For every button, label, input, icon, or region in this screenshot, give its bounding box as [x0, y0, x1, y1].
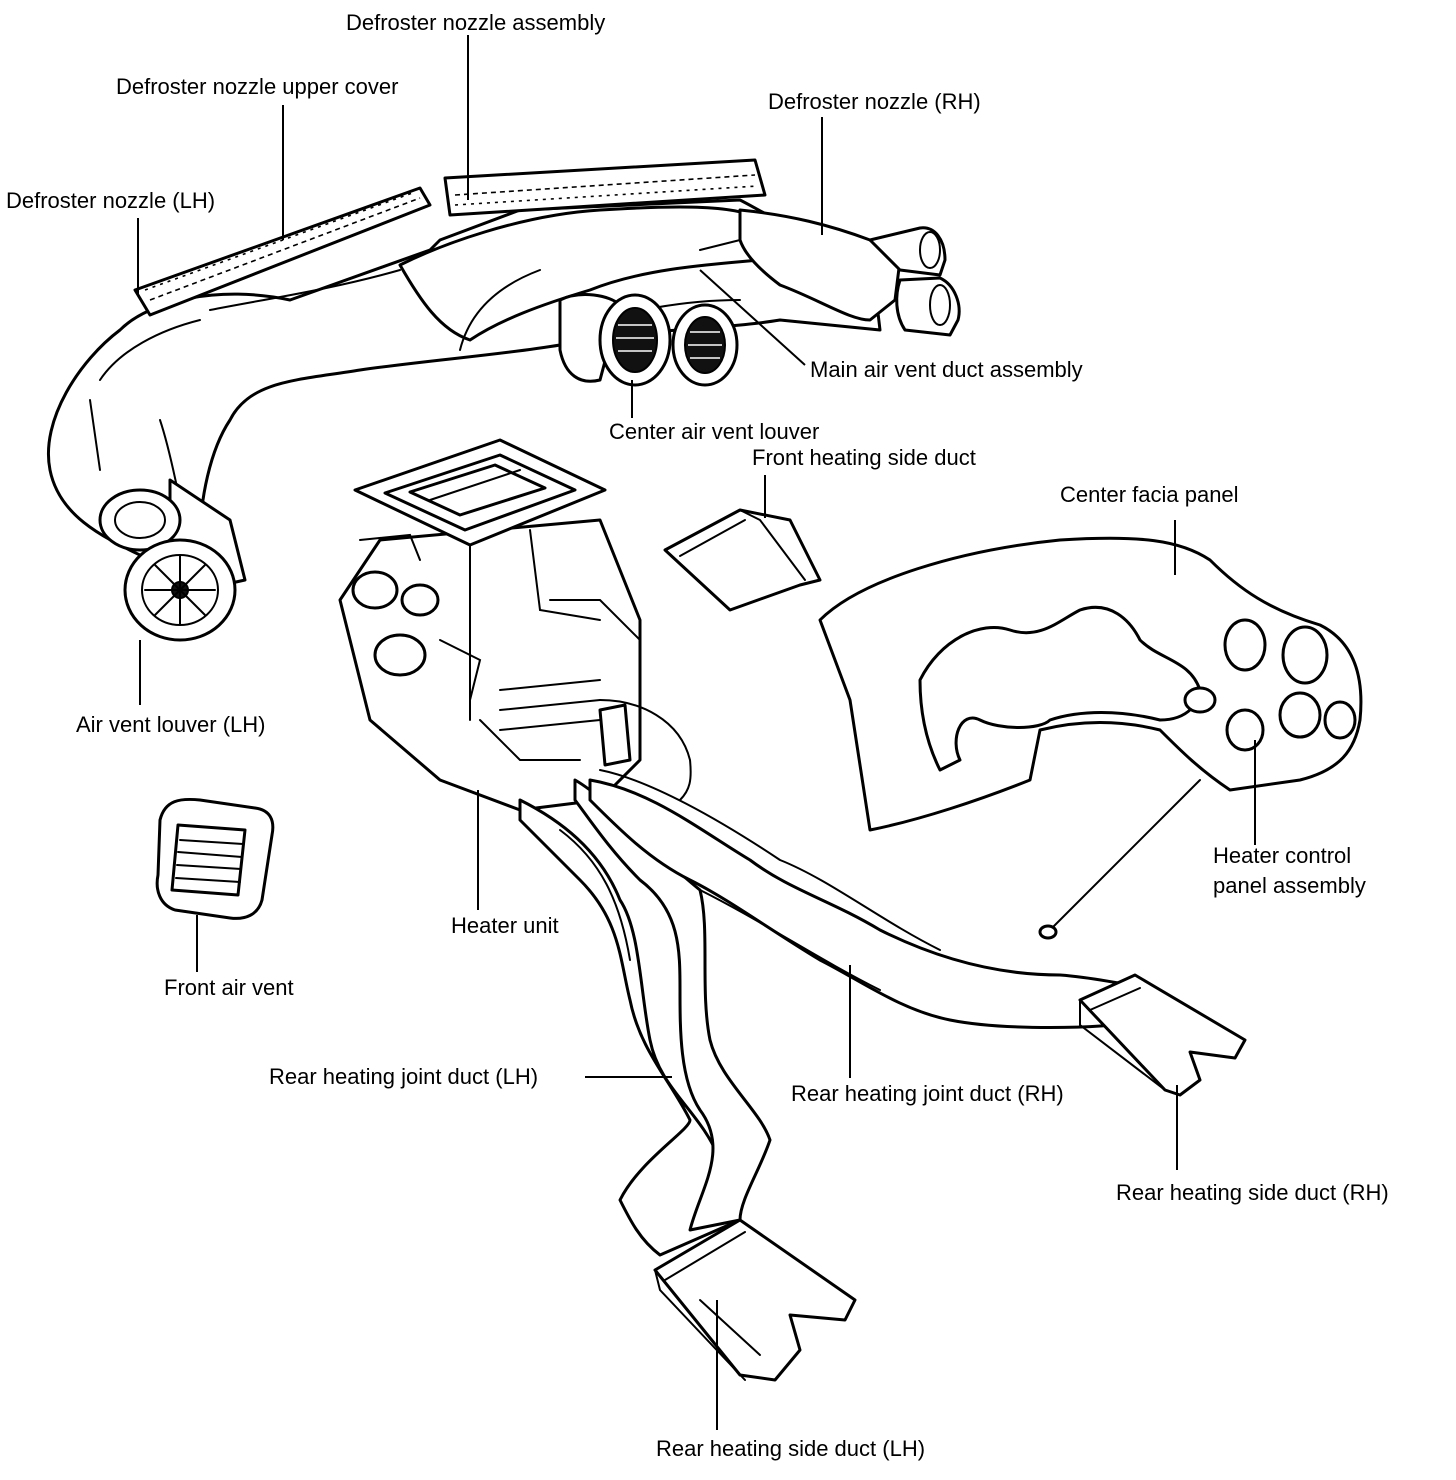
main-air-vent-duct-assembly: [47, 198, 961, 562]
rear-heating-joint-duct-lh: [518, 778, 772, 1257]
label-heater-unit: Heater unit: [451, 913, 559, 938]
label-rear-heating-side-duct-lh: Rear heating side duct (LH): [656, 1436, 925, 1461]
label-heater-control-panel-line1: Heater control: [1213, 843, 1351, 868]
label-rear-heating-joint-duct-lh: Rear heating joint duct (LH): [269, 1064, 538, 1089]
label-center-facia-panel: Center facia panel: [1060, 482, 1239, 507]
label-center-air-vent-louver: Center air vent louver: [609, 419, 819, 444]
label-air-vent-louver-lh: Air vent louver (LH): [76, 712, 266, 737]
rear-heating-side-duct-rh: [1078, 973, 1247, 1097]
label-defroster-nozzle-lh: Defroster nozzle (LH): [6, 188, 215, 213]
label-rear-heating-joint-duct-rh: Rear heating joint duct (RH): [791, 1081, 1064, 1106]
label-rear-heating-side-duct-rh: Rear heating side duct (RH): [1116, 1180, 1389, 1205]
center-facia-panel: [818, 536, 1363, 940]
heater-unit: [338, 438, 692, 812]
label-defroster-nozzle-rh: Defroster nozzle (RH): [768, 89, 981, 114]
label-main-air-vent-duct-assembly: Main air vent duct assembly: [810, 357, 1083, 382]
front-heating-side-duct: [663, 508, 822, 612]
front-air-vent: [155, 797, 275, 920]
label-front-heating-side-duct: Front heating side duct: [752, 445, 976, 470]
label-defroster-nozzle-assembly: Defroster nozzle assembly: [346, 10, 605, 35]
defroster-nozzle-upper-cover: [133, 186, 432, 317]
label-defroster-nozzle-upper-cover: Defroster nozzle upper cover: [116, 74, 398, 99]
label-front-air-vent: Front air vent: [164, 975, 294, 1000]
label-heater-control-panel-line2: panel assembly: [1213, 873, 1366, 898]
air-vent-louver-lh: [98, 478, 247, 642]
defroster-nozzle-assembly: [443, 158, 767, 217]
rear-heating-side-duct-lh: [653, 1218, 857, 1382]
leader-lines: [137, 35, 1256, 1430]
labels: Defroster nozzle assembly Defroster nozz…: [6, 10, 1389, 1461]
center-air-vent-louver: [558, 293, 739, 387]
